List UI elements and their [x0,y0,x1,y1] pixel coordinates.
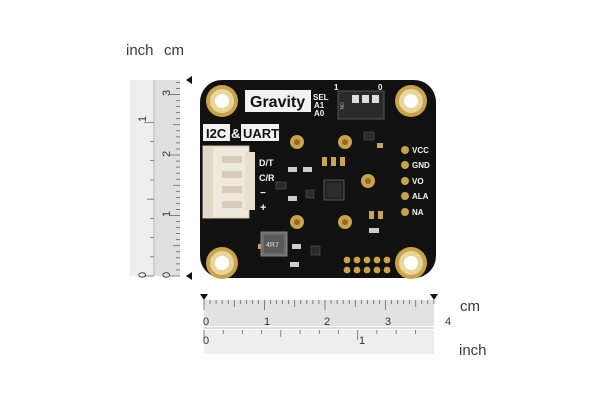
vertical-ruler: 3 2 1 0 1 0 [130,76,192,280]
dip-switch: ON [337,90,385,120]
dip-switch-lever-3 [372,95,379,103]
vertical-inch-tick-1: 1 [137,116,149,122]
vertical-cm-tick-3: 3 [161,90,173,96]
vertical-cm-tick-2: 2 [161,151,173,157]
mounting-hole-bottom-left [206,247,238,279]
pin-label-gnd: GND [412,161,430,170]
pin-label-dt: D/T [259,158,274,168]
horizontal-cm-tick-1: 1 [264,316,270,328]
horizontal-cm-tick-2: 2 [324,316,330,328]
cm-unit-label: cm [164,42,184,59]
pcb-board: Gravity I2C & UART SEL A1 A0 1 0 ON [200,80,436,279]
pin-label-cr: C/R [259,173,275,183]
horizontal-ruler: 0 1 2 3 4 0 1 [200,294,451,354]
vertical-cm-tick-0: 0 [161,272,173,278]
pin-pad-ala [401,192,409,200]
top-arrow-marker [186,76,192,84]
uart-badge [241,124,279,141]
sel-label: SEL [313,93,329,102]
horizontal-inch-tick-0: 0 [203,335,209,347]
a1-label: A1 [314,101,325,110]
ampersand-label: & [231,126,240,141]
inductor-label: 4R7 [266,242,279,249]
switch-one-label: 1 [334,83,339,92]
inch-unit-label-bottom: inch [459,342,487,359]
pin-label-minus: − [260,188,266,199]
right-arrow-marker [430,294,438,300]
i2c-label: I2C [206,126,227,141]
horizontal-ruler-cm-strip [204,300,434,326]
pin-label-na: NA [412,208,424,217]
pin-pad-vcc [401,146,409,154]
left-arrow-marker [200,294,208,300]
a0-label: A0 [314,109,325,118]
bottom-arrow-marker [186,272,192,280]
i2c-badge [203,124,230,141]
horizontal-inch-tick-1: 1 [359,335,365,347]
vertical-inch-tick-0: 0 [137,272,149,278]
bottom-pad-row [343,256,391,274]
pin-label-ala: ALA [412,192,429,201]
vias [290,135,375,229]
switch-zero-label: 0 [378,83,383,92]
cm-unit-label-bottom: cm [460,298,480,315]
jst-connector [202,145,255,219]
mounting-hole-bottom-right [395,247,427,279]
dip-switch-lever-1 [352,95,359,103]
vertical-ruler-inch-strip [130,80,154,276]
pin-pad-vo [401,177,409,185]
dip-switch-on-label: ON [338,102,344,110]
pin-label-vcc: VCC [412,146,429,155]
vertical-cm-tick-1: 1 [161,211,173,217]
horizontal-cm-tick-0: 0 [203,316,209,328]
inch-unit-label: inch [126,42,154,59]
pin-pad-na [401,208,409,216]
pin-label-vo: VO [412,177,424,186]
pin-pad-gnd [401,161,409,169]
horizontal-cm-tick-4: 4 [445,316,451,328]
vertical-ruler-cm-strip [154,80,180,276]
mounting-hole-top-right [395,85,427,117]
gravity-logo-badge [245,90,311,112]
right-pin-pads [401,146,409,216]
gravity-logo-text: Gravity [250,94,305,111]
smd-components [258,131,383,267]
vertical-ruler-ticks [144,82,180,277]
mounting-hole-top-left [206,85,238,117]
inductor [260,231,288,257]
pin-label-plus: + [260,202,266,214]
dip-switch-lever-2 [362,95,369,103]
main-ic-chip [323,179,345,201]
uart-label: UART [243,126,279,141]
horizontal-cm-tick-3: 3 [385,316,391,328]
horizontal-ruler-ticks [203,300,435,340]
